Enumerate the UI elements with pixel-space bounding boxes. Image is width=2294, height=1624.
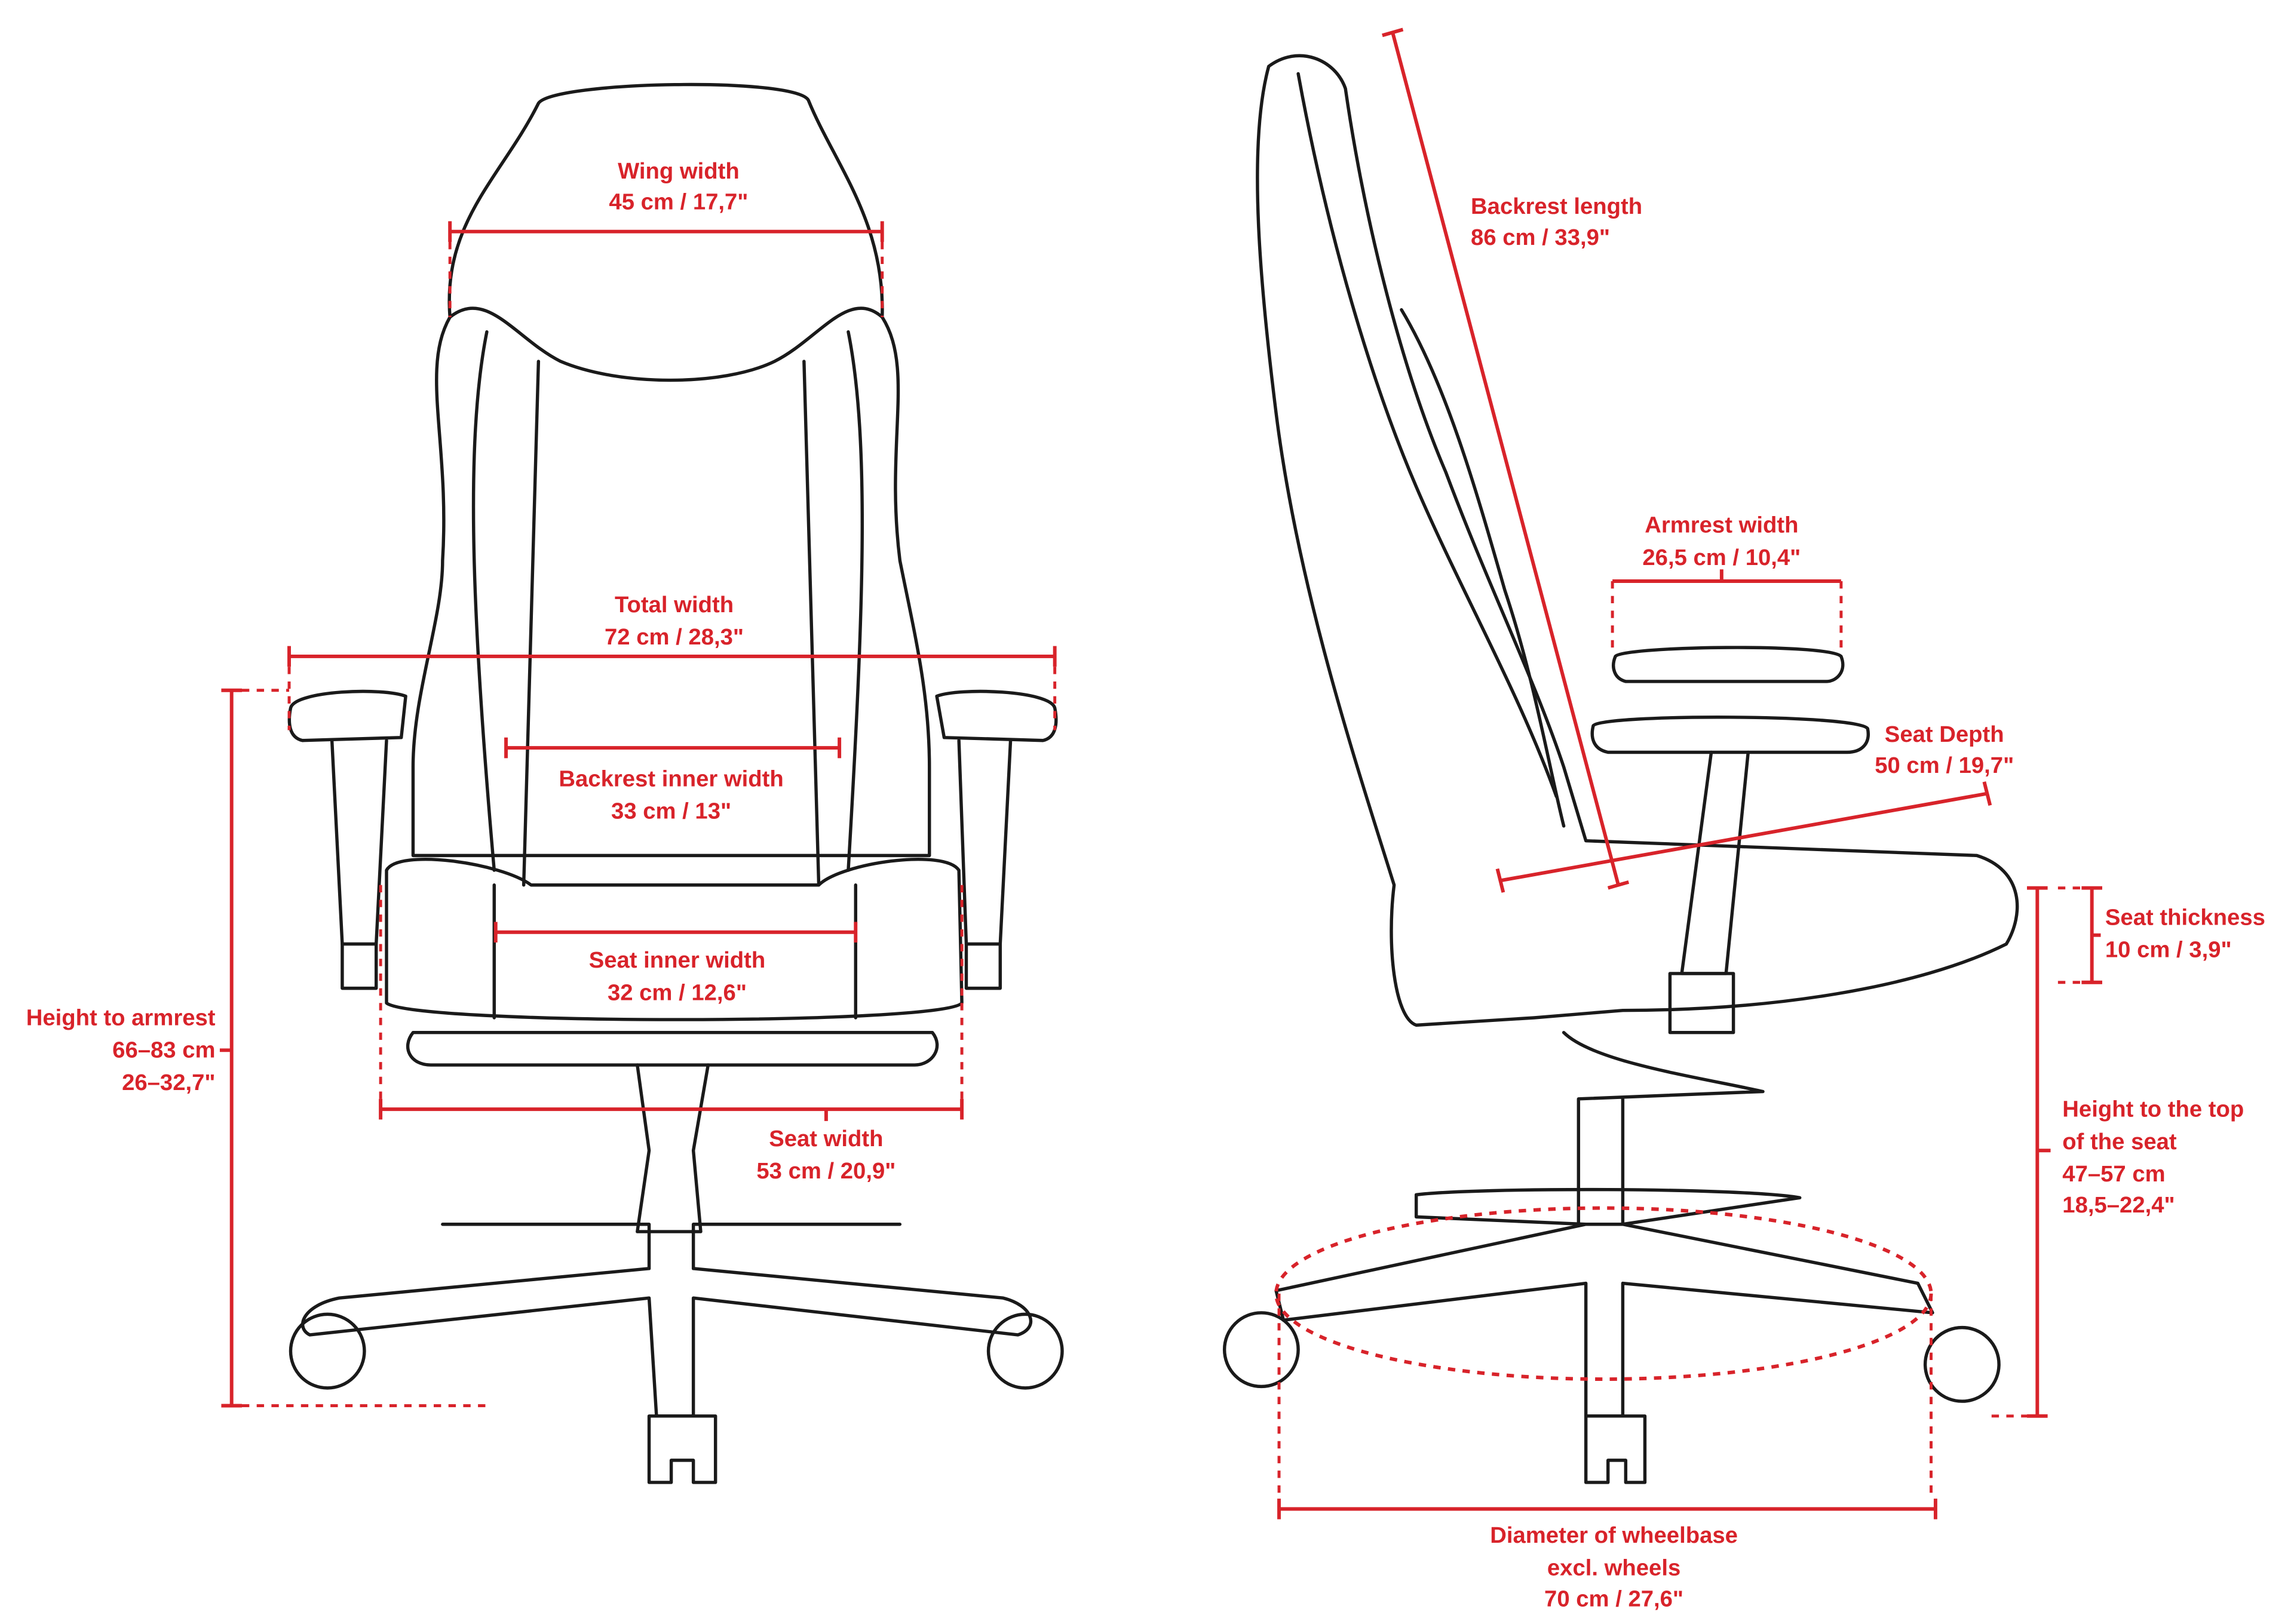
seat-depth-title: Seat Depth [1885, 722, 2004, 747]
backrest-inner-width-title: Backrest inner width [559, 766, 783, 791]
armrest-width-dimension: Armrest width 26,5 cm / 10,4" [1611, 512, 1843, 649]
seat-inner-width-value: 32 cm / 12,6" [608, 980, 747, 1005]
height-to-armrest-dimension: Height to armrest 66–83 cm 26–32,7" [26, 688, 487, 1408]
seat-width-title: Seat width [769, 1126, 883, 1152]
seat-width-value: 53 cm / 20,9" [756, 1158, 895, 1184]
seat-height-in: 18,5–22,4" [2062, 1192, 2175, 1218]
seat-inner-width-dimension: Seat inner width 32 cm / 12,6" [493, 922, 858, 1005]
seat-thickness-dimension: Seat thickness 10 cm / 3,9" [2057, 886, 2265, 984]
seat-inner-width-title: Seat inner width [589, 947, 766, 973]
armrest-width-value: 26,5 cm / 10,4" [1642, 545, 1801, 570]
front-chair-drawing [287, 82, 1064, 1484]
side-chair-drawing [1222, 54, 2019, 1484]
seat-height-dimension: Height to the top of the seat 47–57 cm 1… [1991, 886, 2244, 1418]
wing-width-value: 45 cm / 17,7" [609, 189, 748, 215]
total-width-value: 72 cm / 28,3" [605, 624, 744, 650]
armrest-width-title: Armrest width [1645, 512, 1798, 538]
backrest-length-dimension: Backrest length 86 cm / 33,9" [1382, 27, 1642, 890]
wing-width-dimension: Wing width 45 cm / 17,7" [448, 158, 884, 317]
seat-height-cm: 47–57 cm [2062, 1161, 2165, 1187]
wheelbase-value: 70 cm / 27,6" [1544, 1586, 1683, 1611]
seat-depth-dimension: Seat Depth 50 cm / 19,7" [1495, 722, 2014, 893]
height-to-armrest-in: 26–32,7" [122, 1070, 215, 1095]
seat-width-dimension: Seat width 53 cm / 20,9" [379, 885, 964, 1184]
wheelbase-diameter-dimension: Diameter of wheelbase excl. wheels 70 cm… [1274, 1206, 1937, 1611]
height-to-armrest-cm: 66–83 cm [112, 1037, 215, 1063]
seat-thickness-value: 10 cm / 3,9" [2105, 937, 2232, 963]
seat-depth-value: 50 cm / 19,7" [1875, 753, 2014, 778]
backrest-length-title: Backrest length [1471, 194, 1642, 219]
backrest-length-value: 86 cm / 33,9" [1471, 225, 1610, 250]
seat-height-title-2: of the seat [2062, 1129, 2177, 1155]
seat-thickness-title: Seat thickness [2105, 904, 2265, 930]
total-width-dimension: Total width 72 cm / 28,3" [287, 592, 1057, 730]
wheelbase-title-2: excl. wheels [1547, 1555, 1680, 1581]
wheelbase-title-1: Diameter of wheelbase [1490, 1522, 1738, 1548]
height-to-armrest-title: Height to armrest [26, 1005, 216, 1030]
backrest-inner-width-value: 33 cm / 13" [611, 799, 731, 824]
seat-height-title-1: Height to the top [2062, 1096, 2244, 1122]
backrest-inner-width-dimension: Backrest inner width 33 cm / 13" [504, 737, 842, 824]
total-width-title: Total width [615, 592, 734, 618]
wing-width-title: Wing width [618, 158, 740, 184]
